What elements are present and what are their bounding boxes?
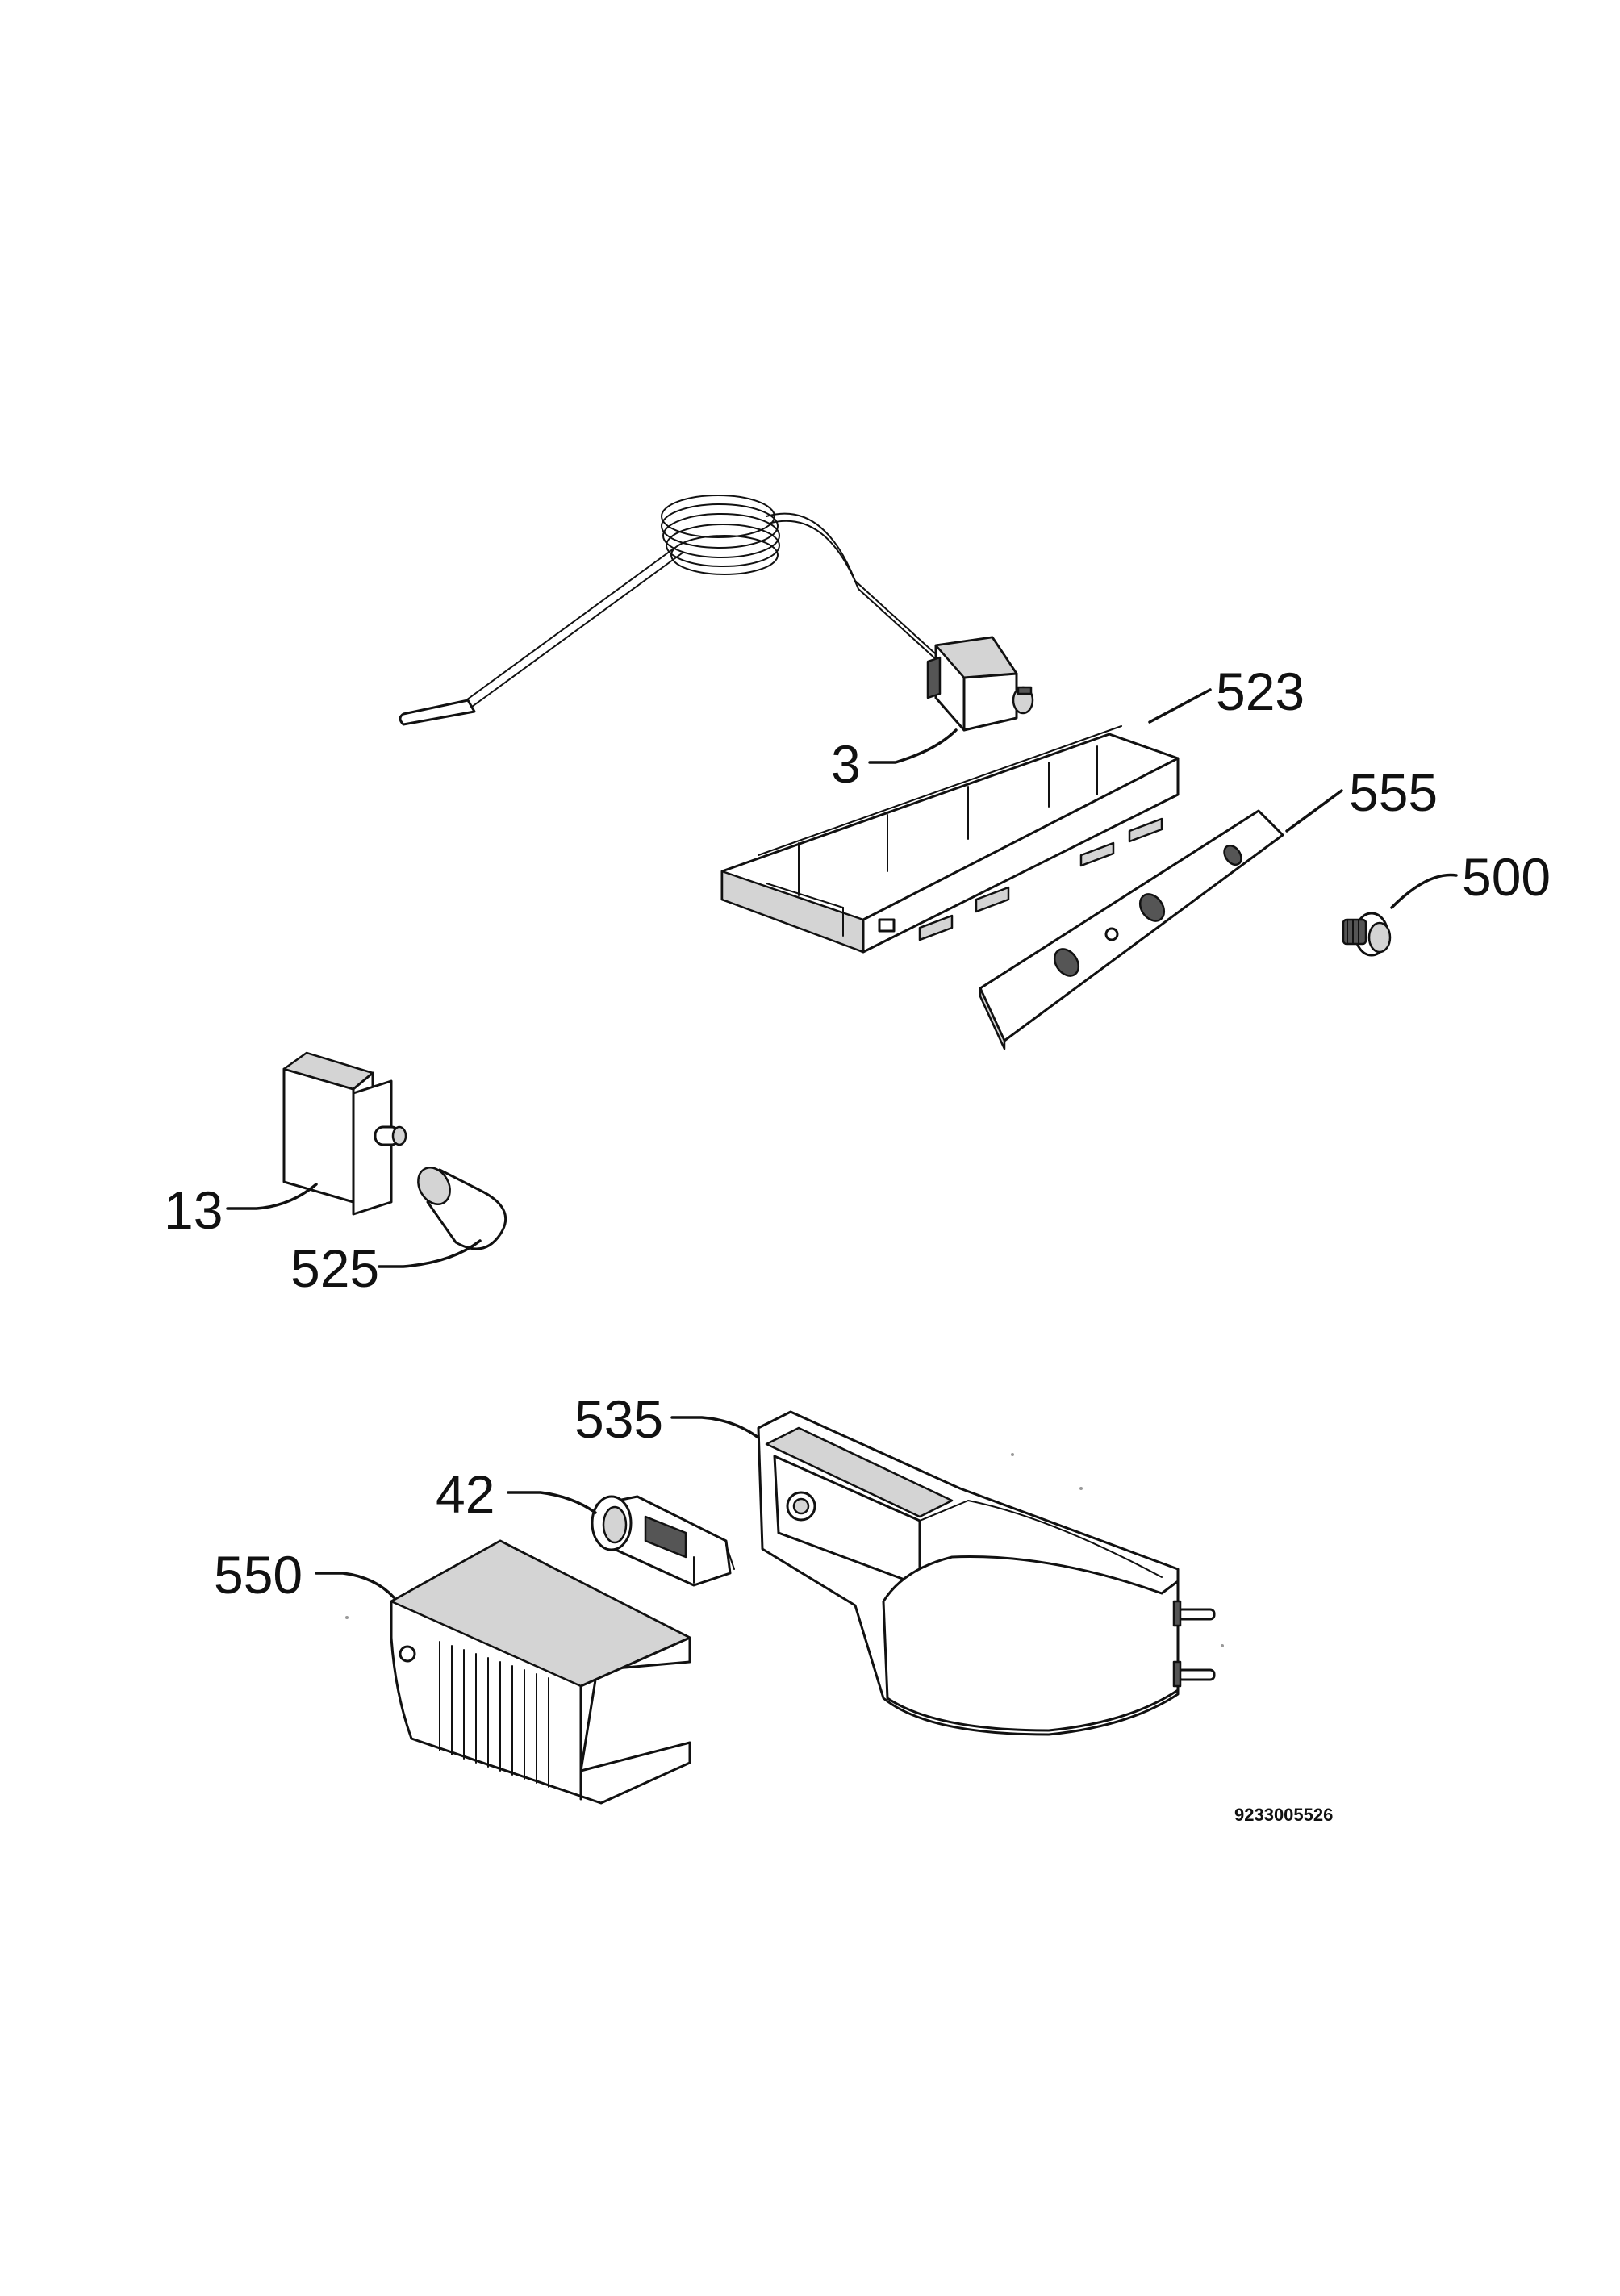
callout-label-500: 500 <box>1462 847 1551 907</box>
thermostat-with-capillary-icon <box>399 495 1034 732</box>
callout-label-555: 555 <box>1349 762 1438 822</box>
callout-label-3: 3 <box>831 734 861 794</box>
callout-label-13: 13 <box>164 1180 223 1240</box>
callout-label-550: 550 <box>214 1545 303 1605</box>
lamp-cover-icon <box>390 1539 691 1805</box>
drawing-code: 9233005526 <box>1234 1805 1333 1825</box>
callout-labels: 3 13 42 500 523 525 535 550 555 92330055… <box>164 662 1551 1825</box>
panel-strip-icon <box>979 809 1284 1050</box>
callout-label-42: 42 <box>436 1464 495 1524</box>
lamp-bulb-icon <box>417 1167 507 1250</box>
lamp-housing-icon <box>757 1410 1216 1736</box>
light-switch-icon <box>282 1051 407 1216</box>
callout-label-523: 523 <box>1216 662 1305 721</box>
leader-lines <box>226 688 1458 1599</box>
lamp-socket-icon <box>591 1495 735 1587</box>
callout-label-525: 525 <box>290 1238 379 1298</box>
control-panel-housing-icon <box>720 725 1180 954</box>
knob-icon <box>1342 912 1392 957</box>
scan-dots <box>345 1453 1224 1647</box>
callout-label-535: 535 <box>574 1389 663 1449</box>
